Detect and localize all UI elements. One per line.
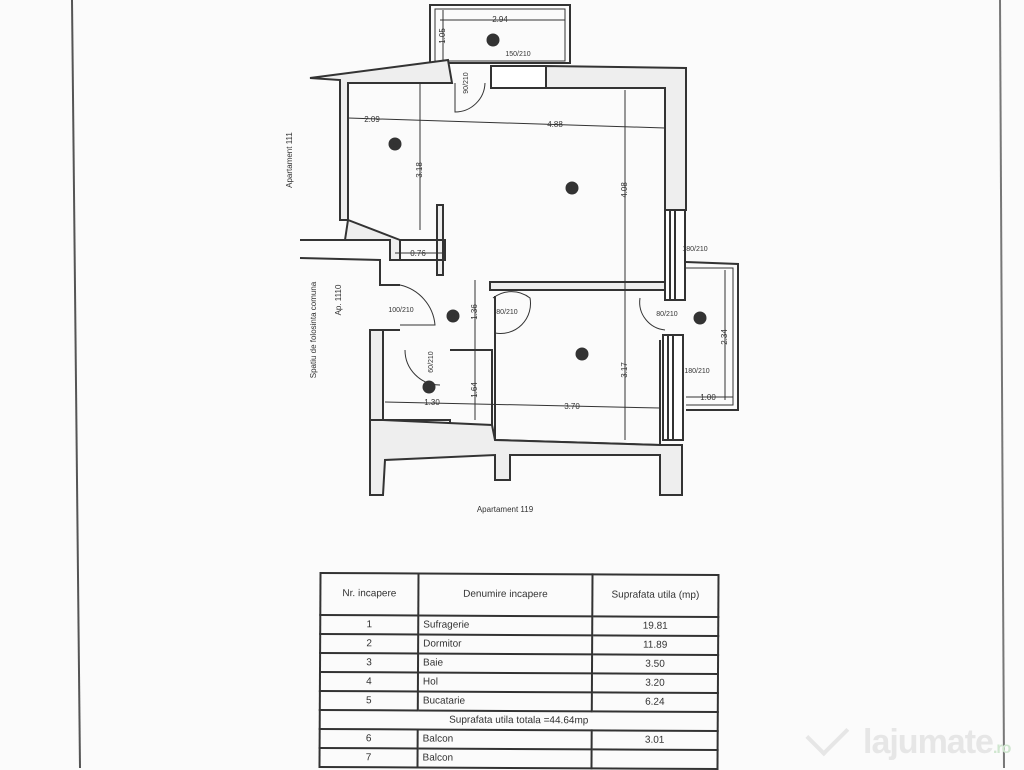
cell-name: Balcon: [417, 729, 592, 750]
watermark-tld: .ro: [992, 740, 1011, 757]
total-area: Suprafata utila totala =44.64mp: [319, 709, 718, 732]
dim-hall-width: 0.76: [410, 249, 426, 258]
table-total-row: Suprafata utila totala =44.64mp: [319, 709, 718, 732]
watermark-logo: lajumate.ro: [805, 712, 1011, 762]
cell-area: 3.50: [591, 654, 719, 675]
cell-nr: 3: [319, 652, 419, 673]
door-living-window: 180/210: [682, 246, 707, 253]
room-marker-7: [693, 311, 707, 325]
cell-name: Bucatarie: [417, 691, 592, 712]
door-bedroom: 80/210: [496, 309, 518, 316]
watermark-brand: lajumate: [863, 723, 994, 761]
door-bath: 60/210: [428, 351, 435, 373]
room-marker-3: [422, 380, 436, 394]
cell-area: 3.20: [591, 673, 718, 694]
dim-bath-width: 1.30: [424, 398, 440, 407]
cell-nr: 6: [319, 728, 418, 749]
header-name: Denumire incapere: [418, 573, 593, 617]
cell-nr: 4: [319, 671, 418, 692]
room-area-table: Nr. incapere Denumire incapere Suprafata…: [318, 572, 719, 770]
cell-name: Balcon: [417, 748, 592, 769]
room-number-7: 7: [698, 314, 703, 323]
dim-living-depth: 4.08: [620, 182, 629, 198]
dimension-lines: [347, 10, 733, 440]
header-nr: Nr. incapere: [320, 572, 419, 616]
cell-name: Dormitor: [418, 634, 593, 655]
dim-bedroom-depth: 3.17: [620, 362, 629, 378]
dim-bath-depth: 1.64: [470, 382, 479, 398]
cell-name: Baie: [417, 653, 593, 674]
dim-kitchen-depth: 3.18: [415, 162, 424, 178]
cell-area: 3.01: [591, 730, 718, 751]
cell-nr: 1: [320, 614, 419, 635]
cell-nr: 5: [319, 690, 418, 711]
room-number-6: 6: [491, 36, 496, 45]
door-balcony6-window: 150/210: [505, 51, 530, 58]
room-number-5: 5: [393, 140, 398, 149]
cell-area: 19.81: [592, 616, 719, 637]
room-marker-5: [388, 137, 402, 151]
label-ap-1110: Ap. 1110: [334, 284, 343, 315]
page-edge-right: [999, 0, 1005, 768]
dim-kitchen-width: 2.09: [364, 115, 380, 124]
door-balcony7: 80/210: [656, 311, 678, 318]
label-common-space: Spatiu de folosinta comuna: [309, 281, 318, 378]
dim-bedroom-width: 3.70: [564, 402, 580, 411]
walls: [299, 4, 739, 496]
cell-area: 6.24: [591, 692, 718, 713]
door-bedroom-window: 180/210: [684, 368, 709, 375]
dim-balcony6-depth: 1.05: [438, 28, 447, 44]
cell-name: Sufragerie: [418, 615, 593, 636]
room-marker-1: [565, 181, 579, 195]
room-marker-4: [446, 309, 460, 323]
room-number-4: 4: [451, 312, 456, 321]
room-marker-6: [486, 33, 500, 47]
dim-balcony7-width: 1.00: [700, 393, 716, 402]
header-area: Suprafata utila (mp): [592, 574, 719, 618]
room-number-3: 3: [427, 383, 432, 392]
label-apartament-119: Apartament 119: [477, 505, 534, 514]
door-balcony6: 90/210: [463, 72, 470, 94]
room-number-2: 2: [580, 350, 585, 359]
cell-area: 11.89: [592, 635, 719, 656]
cell-nr: 7: [319, 747, 418, 768]
room-number-1: 1: [570, 184, 575, 193]
dim-living-width: 4.88: [547, 120, 563, 129]
cell-nr: 2: [320, 633, 419, 654]
door-entrance: 100/210: [388, 307, 413, 314]
cell-name: Hol: [417, 672, 592, 693]
dim-balcony7-depth: 2.34: [720, 329, 729, 345]
dim-balcony6-width: 2.94: [492, 15, 508, 24]
page-edge-left: [71, 0, 81, 768]
room-marker-2: [575, 347, 589, 361]
dim-hall-depth: 1.36: [470, 304, 479, 320]
cell-area: [591, 749, 718, 770]
label-apartament-111: Apartament 111: [285, 132, 294, 188]
table-header: Nr. incapere Denumire incapere Suprafata…: [320, 572, 719, 618]
